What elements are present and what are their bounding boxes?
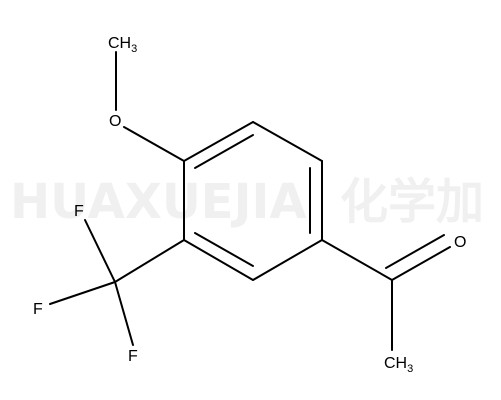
bond-ring-carbonyl [321,239,393,281]
watermark-cjk: 化学加 [340,174,484,230]
fluorine-top-label: F [74,203,84,220]
ring-bond-3 [252,239,323,281]
ring-bond-6 [183,121,254,162]
ring-double-bond-4 [194,232,254,267]
bond-cf3-f-top [84,219,116,283]
ring-bond-4 [183,239,254,281]
bond-carbonyl-oxygen-double [385,234,445,269]
fluorine-left-label: F [33,301,43,318]
fluorine-bottom-label: F [128,348,138,365]
bond-carbonyl-oxygen [391,246,451,281]
acetyl-methyl-label: CH3 [384,355,413,375]
bond-cf3-f-bottom [114,281,134,346]
methoxy-oxygen-label: O [109,113,121,130]
ring-double-bond-6 [194,134,254,169]
bond-ring-cf3 [114,239,185,283]
ring-bond-1 [252,121,323,162]
watermark-latin: HUAXUEJIA [10,174,306,230]
methoxy-methyl-label: CH3 [108,35,137,55]
carbonyl-oxygen-label: O [454,234,466,251]
bond-ring-oxygen [123,126,185,162]
bond-cf3-f-left [49,281,116,305]
